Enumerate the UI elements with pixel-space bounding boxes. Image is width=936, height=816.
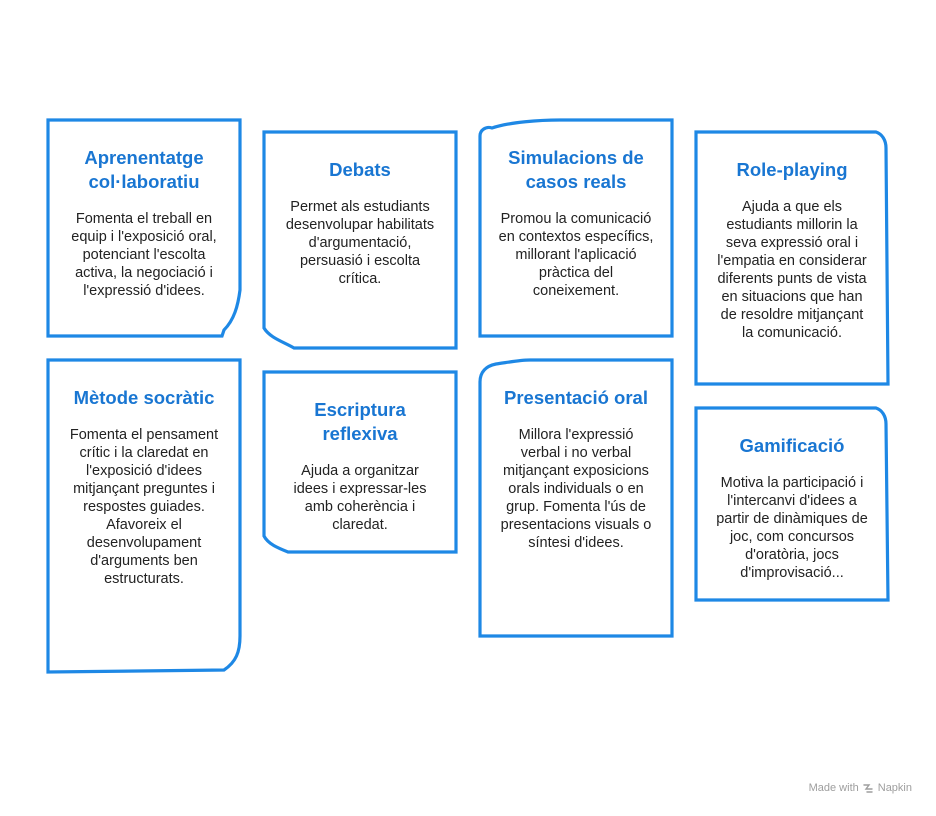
card-presentacio-oral: Presentació oral Millora l'expressió ver… xyxy=(478,358,674,638)
watermark-prefix: Made with xyxy=(808,782,859,794)
card-description: Fomenta el pensament crític i la clareda… xyxy=(69,427,219,587)
card-description: Ajuda a organitzar idees i expressar-les… xyxy=(293,463,427,533)
card-title: Debats xyxy=(329,159,391,180)
card-title: Aprenentatge col·laboratiu xyxy=(84,147,204,192)
card-escriptura-reflexiva: Escriptura reflexiva Ajuda a organitzar … xyxy=(262,370,458,554)
card-debats: Debats Permet als estudiants desenvolupa… xyxy=(262,130,458,350)
card-title: Mètode socràtic xyxy=(73,387,215,408)
card-title: Escriptura reflexiva xyxy=(314,399,406,444)
watermark-brand: Napkin xyxy=(877,782,912,794)
card-title: Role-playing xyxy=(736,159,848,180)
card-description: Promou la comunicació en contextos espec… xyxy=(498,211,654,299)
card-description: Millora l'expressió verbal i no verbal m… xyxy=(500,427,652,551)
card-title: Gamificació xyxy=(739,435,845,456)
napkin-logo-icon xyxy=(863,783,873,793)
card-description: Permet als estudiants desenvolupar habil… xyxy=(285,199,435,287)
card-simulacions: Simulacions de casos reals Promou la com… xyxy=(478,118,674,338)
napkin-watermark[interactable]: Made with Napkin xyxy=(809,782,912,794)
card-description: Motiva la participació i l'intercanvi d'… xyxy=(716,475,868,581)
card-aprenentatge-collaboratiu: Aprenentatge col·laboratiu Fomenta el tr… xyxy=(46,118,242,338)
card-title: Simulacions de casos reals xyxy=(508,147,644,192)
card-title: Presentació oral xyxy=(504,387,648,408)
card-metode-socratic: Mètode socràtic Fomenta el pensament crí… xyxy=(46,358,242,674)
card-description: Ajuda a que els estudiants millorin la s… xyxy=(717,199,867,341)
card-gamificacio: Gamificació Motiva la participació i l'i… xyxy=(694,406,890,602)
card-role-playing: Role-playing Ajuda a que els estudiants … xyxy=(694,130,890,386)
card-description: Fomenta el treball en equip i l'exposici… xyxy=(71,211,217,299)
